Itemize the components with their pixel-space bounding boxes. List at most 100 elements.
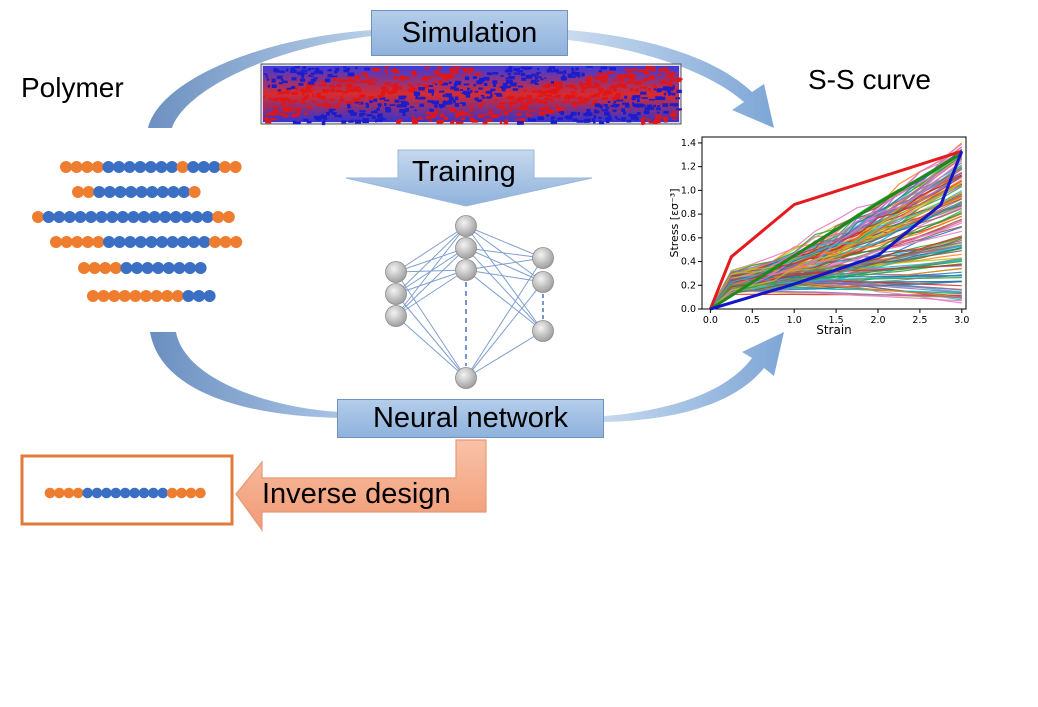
bead — [85, 211, 97, 223]
bead — [135, 186, 148, 198]
bead — [91, 487, 103, 499]
bead — [63, 211, 76, 223]
bead — [127, 211, 140, 223]
bead — [125, 186, 137, 198]
y-tick-label: 0.0 — [681, 304, 696, 315]
bead — [201, 211, 214, 223]
designed-polymer-chain — [44, 487, 206, 499]
bead — [106, 211, 119, 223]
bead — [97, 290, 110, 302]
network-node — [455, 215, 477, 237]
simulation-snapshot — [260, 63, 683, 126]
arrow-polymer-to-network — [150, 332, 340, 418]
bead — [81, 236, 94, 248]
bead — [138, 211, 150, 223]
bead — [185, 487, 197, 499]
y-axis-label: Stress [εσ⁻³] — [668, 188, 681, 257]
bead — [146, 186, 159, 198]
bead — [171, 290, 184, 302]
bead — [148, 211, 161, 223]
bead — [177, 236, 190, 248]
bead — [82, 487, 93, 499]
bead — [145, 236, 158, 248]
bead — [82, 186, 95, 198]
bead — [161, 290, 174, 302]
network-node — [385, 283, 407, 305]
arrow-simulation-to-curve — [568, 30, 774, 128]
bead — [140, 290, 152, 302]
bead — [131, 262, 143, 274]
bead — [42, 211, 55, 223]
bead — [166, 236, 179, 248]
bead — [167, 186, 180, 198]
bead — [109, 262, 122, 274]
bead — [78, 262, 90, 274]
bead — [195, 487, 206, 499]
y-tick-label: 0.8 — [681, 209, 696, 220]
y-tick-label: 1.2 — [681, 162, 696, 173]
y-tick-label: 1.0 — [681, 185, 696, 196]
bead — [113, 161, 125, 173]
series-line — [709, 150, 964, 311]
bead — [119, 487, 131, 499]
inverse-design-label: Inverse design — [262, 478, 451, 510]
bead — [144, 161, 157, 173]
bead — [72, 186, 84, 198]
x-axis-label: Strain — [816, 323, 852, 337]
bead — [70, 161, 83, 173]
y-tick-label: 0.4 — [681, 257, 696, 268]
bead — [208, 161, 221, 173]
polymer-label: Polymer — [21, 72, 124, 103]
bead — [178, 186, 190, 198]
bead — [212, 211, 225, 223]
bead — [229, 161, 242, 173]
bead — [184, 262, 196, 274]
bead — [155, 161, 168, 173]
bead — [203, 290, 216, 302]
network-node — [532, 320, 554, 342]
bead — [95, 211, 108, 223]
bead — [110, 487, 122, 499]
inverse-design-arrow — [235, 439, 487, 532]
bead — [138, 487, 150, 499]
network-node — [455, 237, 477, 259]
bead — [114, 186, 127, 198]
bead — [88, 262, 101, 274]
bead — [74, 211, 87, 223]
bead — [124, 236, 137, 248]
arrow-polymer-to-simulation — [148, 30, 372, 128]
neural-network-box: Neural network — [337, 399, 604, 438]
bead — [156, 186, 169, 198]
bead — [91, 161, 104, 173]
series-line — [709, 152, 963, 311]
bead — [193, 290, 205, 302]
bead — [71, 236, 84, 248]
bead — [129, 290, 142, 302]
bead — [157, 487, 169, 499]
bead — [129, 487, 140, 499]
bead — [176, 161, 189, 173]
bead — [118, 290, 131, 302]
network-connections — [395, 225, 544, 379]
bead — [101, 487, 112, 499]
bead — [113, 236, 126, 248]
bead — [123, 161, 136, 173]
polymer-chains — [32, 161, 243, 302]
bead — [50, 236, 62, 248]
bead — [99, 262, 112, 274]
x-tick-label: 2.0 — [870, 315, 885, 326]
bead — [93, 186, 106, 198]
bead — [92, 236, 105, 248]
bead — [54, 487, 65, 499]
network-node — [385, 261, 407, 283]
x-tick-label: 1.5 — [829, 315, 844, 326]
bead — [103, 236, 115, 248]
network-node — [455, 367, 477, 389]
bead — [222, 211, 235, 223]
bead — [53, 211, 66, 223]
bead — [134, 236, 147, 248]
network-nodes — [385, 215, 554, 389]
